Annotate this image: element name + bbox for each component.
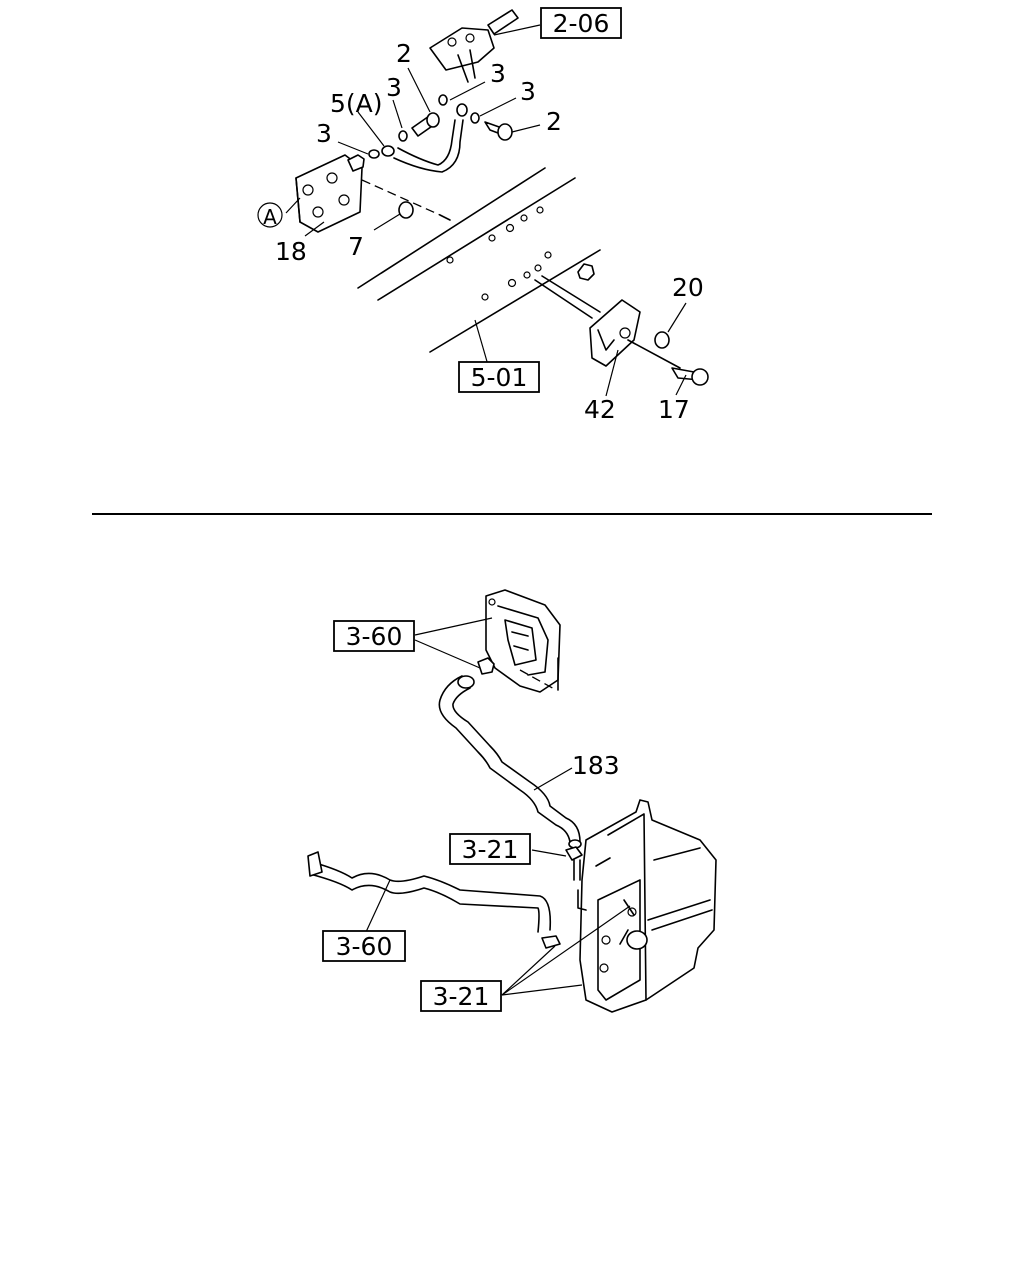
- leaders-upper: [285, 24, 687, 397]
- leaders-lower: [365, 617, 631, 996]
- callout-17: 17: [658, 395, 690, 424]
- callout-a: A: [263, 205, 277, 229]
- ref-box-2-06: 2-06: [540, 7, 622, 39]
- callout-labels-upper: 2 3 5(A) 3 3 3 2 A 18 7 20 42 17: [257, 39, 704, 424]
- valve-2-06: [429, 9, 519, 83]
- ref-box-3-21-bottom: 3-21: [420, 980, 502, 1012]
- ref-box-5-01: 5-01: [458, 361, 540, 393]
- ref-3-21-top: 3-21: [462, 835, 519, 864]
- callout-a-circle: [257, 202, 283, 228]
- bracket-18: [295, 154, 451, 233]
- callout-7: 7: [348, 232, 364, 261]
- ref-3-60-bottom: 3-60: [336, 932, 393, 961]
- upper-diagram: 2 3 5(A) 3 3 3 2 A 18 7 20 42 17 2-06 5-…: [257, 7, 709, 424]
- ref-5-01: 5-01: [471, 363, 528, 392]
- reservoir-tank: [577, 799, 717, 1013]
- pipe-5: [368, 103, 468, 173]
- ref-box-3-60-bottom: 3-60: [322, 930, 406, 962]
- frame-rail: [357, 167, 601, 353]
- fasteners-upper: [398, 94, 513, 219]
- callout-2-b: 2: [546, 107, 562, 136]
- ref-2-06: 2-06: [553, 9, 610, 38]
- callout-5a: 5(A): [330, 89, 383, 118]
- ref-box-3-21-top: 3-21: [449, 833, 531, 865]
- ref-3-21-bottom: 3-21: [433, 982, 490, 1011]
- callout-3-d: 3: [520, 77, 536, 106]
- hose-3-60-lower: [307, 851, 561, 949]
- callout-2-a: 2: [396, 39, 412, 68]
- callout-20: 20: [672, 273, 704, 302]
- ref-box-3-60-top: 3-60: [333, 620, 415, 652]
- callout-18: 18: [275, 237, 307, 266]
- bracket-42: [534, 275, 709, 386]
- callout-183: 183: [572, 751, 620, 780]
- callout-42: 42: [584, 395, 616, 424]
- lower-diagram: 183 3-60 3-60 3-21 3-21: [307, 589, 717, 1013]
- callout-3-b: 3: [316, 119, 332, 148]
- callout-3-a: 3: [386, 73, 402, 102]
- clamps-lower: [565, 846, 635, 916]
- heater-unit: [477, 589, 561, 693]
- hose-183: [438, 675, 582, 849]
- ref-3-60-top: 3-60: [346, 622, 403, 651]
- callout-3-c: 3: [490, 59, 506, 88]
